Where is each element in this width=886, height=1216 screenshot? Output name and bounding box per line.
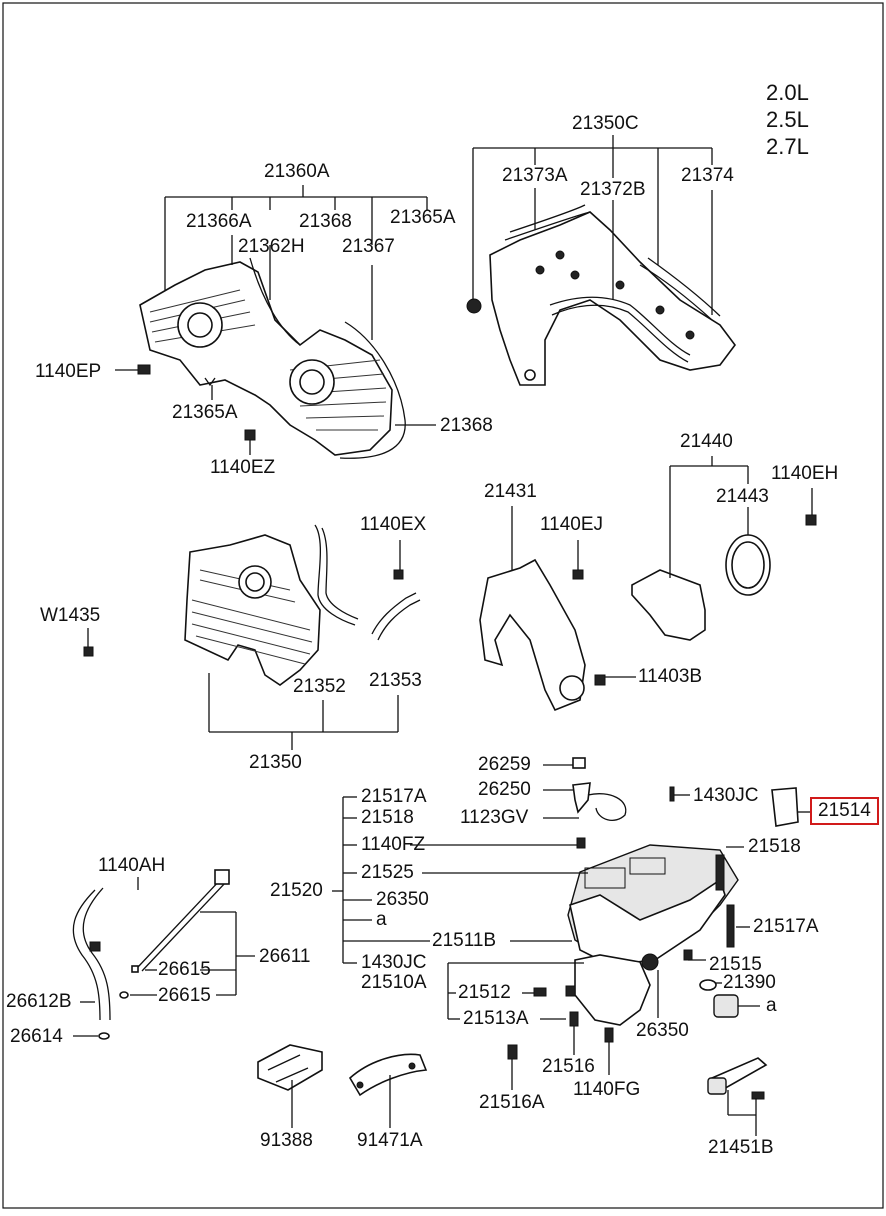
- part-label-21518-right[interactable]: 21518: [748, 836, 801, 857]
- part-label-21443[interactable]: 21443: [716, 486, 769, 507]
- part-label-1140AH[interactable]: 1140AH: [98, 855, 166, 876]
- part-label-21431[interactable]: 21431: [484, 481, 537, 502]
- part-label-21515[interactable]: 21515: [709, 954, 762, 975]
- engine-option-2-7l: 2.7L: [766, 134, 809, 159]
- part-label-21510A[interactable]: 21510A: [361, 972, 427, 993]
- leaders-21431: [511, 506, 636, 678]
- part-label-91388[interactable]: 91388: [260, 1130, 313, 1151]
- bolt-1140EZ: [244, 429, 256, 441]
- part-label-21520[interactable]: 21520: [270, 880, 323, 901]
- part-label-21440[interactable]: 21440: [680, 431, 733, 452]
- leaders-oil-pan: [332, 764, 812, 1090]
- part-label-21366A[interactable]: 21366A: [186, 211, 252, 232]
- seal-housing-21440: [631, 514, 817, 641]
- engine-front-plate-21350C: [466, 204, 736, 386]
- bracket-91471A: [348, 1053, 428, 1097]
- part-label-1140EJ[interactable]: 1140EJ: [540, 514, 604, 535]
- part-label-21516A[interactable]: 21516A: [479, 1092, 545, 1113]
- oil-pan-assembly: [507, 757, 799, 1060]
- part-label-21352[interactable]: 21352: [293, 676, 346, 697]
- leaders-brackets: [291, 1075, 757, 1136]
- bolt-1140EP: [137, 364, 151, 375]
- part-label-1140FG[interactable]: 1140FG: [573, 1079, 641, 1100]
- part-label-21518-left[interactable]: 21518: [361, 807, 414, 828]
- leaders-21350C: [472, 135, 713, 315]
- upper-timing-belt-cover: [139, 257, 406, 459]
- part-label-a-left[interactable]: a: [376, 909, 387, 930]
- part-label-1140EP[interactable]: 1140EP: [35, 361, 102, 382]
- leaders-21350: [87, 540, 401, 750]
- part-label-21360A[interactable]: 21360A: [264, 161, 330, 182]
- part-label-21451B[interactable]: 21451B: [708, 1137, 774, 1158]
- part-label-1140EX[interactable]: 1140EX: [360, 514, 427, 535]
- part-label-21525[interactable]: 21525: [361, 862, 414, 883]
- part-label-26350-left[interactable]: 26350: [376, 889, 429, 910]
- part-label-21368-lower[interactable]: 21368: [440, 415, 493, 436]
- leaders-21360A: [115, 185, 436, 455]
- part-label-a-right[interactable]: a: [766, 995, 777, 1016]
- engine-option-2-0l: 2.0L: [766, 80, 809, 105]
- part-label-21390[interactable]: 21390: [723, 972, 776, 993]
- part-label-21514-highlighted[interactable]: 21514: [810, 797, 879, 825]
- part-label-26350-lower[interactable]: 26350: [636, 1020, 689, 1041]
- leaders-dipstick: [73, 877, 255, 1037]
- part-label-21367[interactable]: 21367: [342, 236, 395, 257]
- part-label-21365A-lower[interactable]: 21365A: [172, 402, 238, 423]
- part-label-21516[interactable]: 21516: [542, 1056, 595, 1077]
- part-label-1123GV[interactable]: 1123GV: [460, 807, 529, 828]
- plate-21431: [479, 558, 606, 712]
- part-label-W1435[interactable]: W1435: [40, 605, 101, 626]
- lower-timing-belt-cover: [83, 524, 421, 686]
- part-label-21350[interactable]: 21350: [249, 752, 302, 773]
- part-label-26612B[interactable]: 26612B: [6, 991, 72, 1012]
- part-label-21365A-upper[interactable]: 21365A: [390, 207, 456, 228]
- part-label-21511B[interactable]: 21511B: [432, 930, 497, 951]
- engine-option-2-5l: 2.5L: [766, 107, 809, 132]
- part-label-21374[interactable]: 21374: [681, 165, 734, 186]
- part-label-1430JC-lower[interactable]: 1430JC: [361, 952, 427, 973]
- part-label-21513A[interactable]: 21513A: [463, 1008, 529, 1029]
- part-label-21362H[interactable]: 21362H: [238, 236, 305, 257]
- leaders-21440: [669, 456, 813, 578]
- part-label-91471A[interactable]: 91471A: [357, 1130, 423, 1151]
- part-label-1140EZ[interactable]: 1140EZ: [210, 457, 276, 478]
- part-label-26614[interactable]: 26614: [10, 1026, 63, 1047]
- part-label-21373A[interactable]: 21373A: [502, 165, 568, 186]
- part-label-1140FZ[interactable]: 1140FZ: [361, 834, 426, 855]
- part-label-26615-upper[interactable]: 26615: [158, 959, 211, 980]
- part-label-21372B[interactable]: 21372B: [580, 179, 646, 200]
- part-label-26615-lower[interactable]: 26615: [158, 985, 211, 1006]
- dipstick-assembly: [72, 869, 230, 1040]
- part-label-11403B[interactable]: 11403B: [638, 666, 703, 687]
- clip-21451B: [707, 1057, 768, 1100]
- part-label-21353[interactable]: 21353: [369, 670, 422, 691]
- part-label-21512[interactable]: 21512: [458, 982, 511, 1003]
- part-label-1430JC-upper[interactable]: 1430JC: [693, 785, 759, 806]
- part-label-21517A-right[interactable]: 21517A: [753, 916, 819, 937]
- part-label-1140EH[interactable]: 1140EH: [771, 463, 839, 484]
- part-label-21350C[interactable]: 21350C: [572, 113, 639, 134]
- part-label-21517A-left[interactable]: 21517A: [361, 786, 427, 807]
- bracket-91388: [257, 1044, 323, 1091]
- part-label-21368-upper[interactable]: 21368: [299, 211, 352, 232]
- part-label-26259[interactable]: 26259: [478, 754, 531, 775]
- part-label-26250[interactable]: 26250: [478, 779, 531, 800]
- part-label-26611[interactable]: 26611: [259, 946, 311, 967]
